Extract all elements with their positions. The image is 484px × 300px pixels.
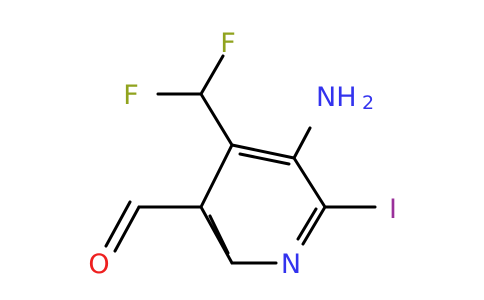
atom-ring-nitrogen: N: [281, 249, 301, 280]
atom-iodine: I: [389, 194, 397, 225]
bond-c2-n1: [301, 205, 327, 246]
bond-c4-c3: [230, 143, 296, 160]
bond-cho-o-double: [104, 200, 132, 248]
atom-f-left: F: [123, 80, 139, 111]
bond-c3-c2: [292, 156, 327, 209]
atom-amino-subscript: 2: [362, 92, 374, 114]
bond-c3-nh2: [292, 126, 312, 160]
bond-c6-c5: [199, 205, 234, 265]
bonds: [104, 54, 377, 265]
bond-chf2-f-top: [199, 54, 225, 96]
bond-c5-c4: [199, 143, 234, 209]
bond-c2-n1-double: [296, 207, 318, 241]
atom-amino-group: NH 2: [316, 82, 374, 114]
atom-oxygen: O: [88, 249, 109, 280]
bond-c4-c3-double: [238, 152, 291, 166]
bond-cho-o: [113, 205, 141, 253]
bond-c6-c5-double: [208, 214, 230, 255]
bond-c4-chf2: [199, 92, 234, 147]
atom-f-top: F: [220, 28, 236, 59]
atom-amino-label: NH: [316, 82, 357, 113]
